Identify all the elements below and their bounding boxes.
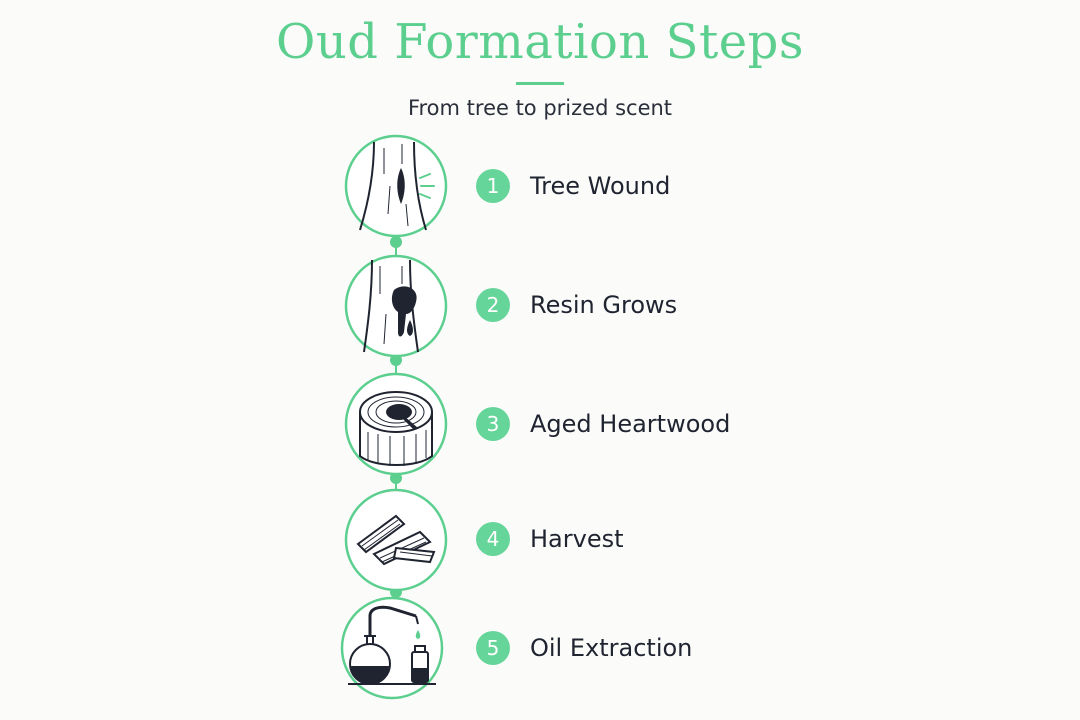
step-number-badge: 3: [476, 407, 510, 441]
title-underline: [516, 82, 564, 85]
step-label: Tree Wound: [530, 172, 671, 200]
step-number-badge: 4: [476, 522, 510, 556]
step-number-badge: 2: [476, 288, 510, 322]
page-title: Oud Formation Steps: [275, 14, 805, 70]
page-subtitle: From tree to prized scent: [407, 96, 673, 120]
step-number-badge: 5: [476, 631, 510, 665]
step-number-badge: 1: [476, 169, 510, 203]
step-label: Harvest: [530, 525, 624, 553]
tree-wound-icon: [344, 134, 448, 238]
distillation-icon: [340, 596, 444, 700]
resin-drip-icon: [344, 254, 448, 358]
connector-dot: [390, 236, 402, 248]
step-label: Aged Heartwood: [530, 410, 731, 438]
step-label: Oil Extraction: [530, 634, 693, 662]
wood-chips-icon: [344, 488, 448, 592]
step-label: Resin Grows: [530, 291, 678, 319]
heartwood-log-icon: [344, 372, 448, 476]
